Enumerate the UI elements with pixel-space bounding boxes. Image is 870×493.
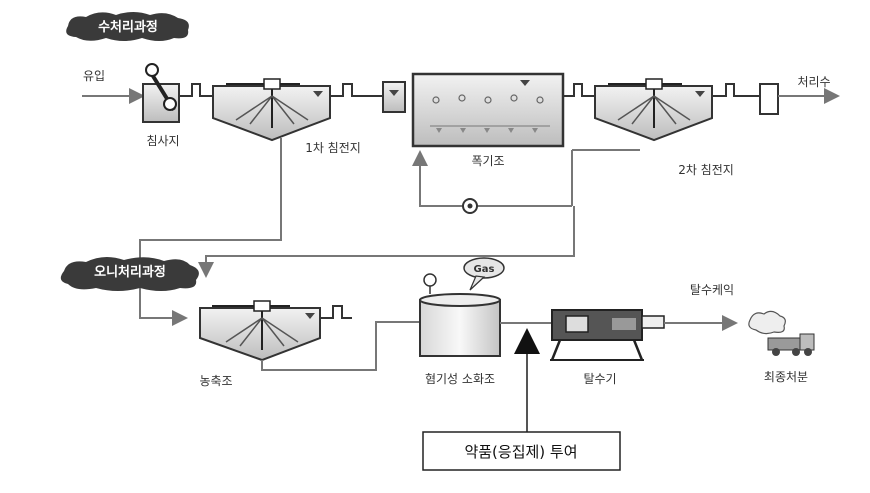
pipe-aeration-secondary (563, 83, 595, 97)
pipe-grit-primary (179, 83, 213, 97)
grit-chamber-label: 침사지 (146, 134, 179, 148)
sludge-process-title: 오니처리과정 (94, 264, 166, 280)
gas-bubble: Gas (463, 257, 505, 291)
outlet-box (759, 83, 779, 115)
aeration-tank-label: 폭기조 (471, 154, 504, 168)
thickener-label: 농축조 (199, 374, 232, 388)
primary-clarifier-label: 1차 침전지 (305, 141, 361, 155)
dewater-label: 탈수기 (583, 372, 616, 386)
secondary-clarifier-label: 2차 침전지 (678, 163, 734, 177)
digester-label: 혐기성 소화조 (425, 372, 495, 386)
pipe-primary-aeration (330, 83, 383, 97)
cake-label: 탈수케익 (690, 283, 734, 297)
chemical-callout-box (422, 431, 621, 471)
gas-label: Gas (474, 264, 495, 275)
water-process-title: 수처리과정 (98, 19, 158, 35)
effluent-label: 처리수 (797, 75, 830, 89)
return-pump-icon (462, 198, 478, 214)
pipe-thickener-digester (261, 321, 420, 371)
distribution-box (382, 81, 406, 113)
return-sludge-line (412, 150, 572, 207)
anaerobic-digester (419, 273, 501, 357)
pressure-gauge-icon (423, 273, 437, 287)
waste-sludge-line (198, 206, 575, 278)
thickener (199, 300, 321, 362)
pipe-secondary-outlet (712, 83, 760, 97)
primary-clarifier (212, 78, 331, 142)
disposal-truck-icon (748, 310, 815, 356)
thickener-outlet (320, 305, 352, 319)
sludge-process-badge: 오니처리과정 (60, 256, 199, 291)
aeration-tank (411, 72, 565, 148)
thickener-inlet (139, 290, 188, 326)
inflow-label: 유입 (83, 69, 105, 83)
secondary-clarifier (594, 78, 713, 142)
chemical-dosing-arrow (514, 328, 540, 432)
chemical-callout-text: 약품(응집제) 투여 (464, 443, 577, 461)
dewatering-machine (550, 309, 665, 361)
disposal-label: 최종처분 (764, 370, 808, 384)
grit-chamber (142, 63, 180, 123)
water-process-badge: 수처리과정 (66, 12, 189, 41)
